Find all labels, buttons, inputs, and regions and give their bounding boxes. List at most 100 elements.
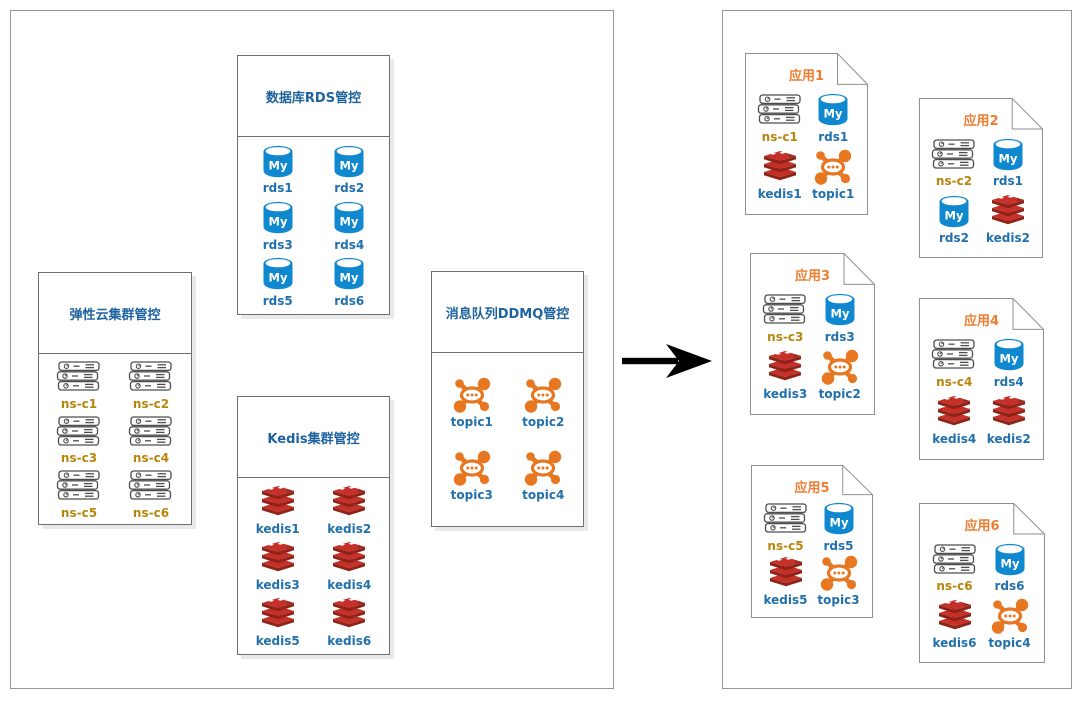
resource-label: kedis4 [932,432,977,447]
resource-item[interactable]: kedis5 [256,596,300,648]
resource-item[interactable]: topic3 [817,555,860,608]
resource-item[interactable]: ns-c4 [931,337,977,389]
resource-item[interactable]: My rds1 [990,136,1026,188]
management-group[interactable]: 弹性云集群管控 ns-c1 ns-c2 [38,272,192,525]
topic-icon [523,377,563,413]
group-title-text: 消息队列DDMQ管控 [445,306,570,322]
app-document[interactable]: 应用5 ns-c5 My rds5 kedis5 [751,465,873,618]
resource-item[interactable]: ns-c3 [56,413,102,465]
server-icon [931,337,977,373]
resource-item[interactable]: My rds3 [260,200,296,252]
resource-item[interactable]: ns-c4 [128,413,174,465]
mysql-icon: My [991,337,1027,373]
resource-item[interactable]: My rds2 [331,143,367,195]
resource-label: ns-c1 [761,129,798,144]
redis-icon [259,484,297,520]
management-group[interactable]: 消息队列DDMQ管控 topic1 topic2 [431,271,584,527]
resource-label: ns-c5 [767,538,804,553]
resource-item[interactable]: topic3 [451,450,493,502]
resource-item[interactable]: kedis2 [987,394,1031,446]
app-title: 应用2 [963,114,999,129]
server-icon [762,292,808,328]
resource-item[interactable]: My rds4 [991,337,1027,389]
resource-item[interactable]: kedis4 [932,394,976,446]
resource-item[interactable]: kedis1 [256,484,300,536]
resource-item[interactable]: ns-c2 [128,359,174,411]
resource-label: topic3 [450,488,493,503]
resource-item[interactable]: topic1 [812,149,854,201]
management-group[interactable]: 数据库RDS管控 My rds1 My rds2 My rds3 My rds4… [237,55,390,315]
resource-item[interactable]: ns-c1 [56,359,102,411]
resource-item[interactable]: topic4 [988,598,1031,650]
resource-item[interactable]: kedis3 [763,349,807,401]
resource-item[interactable]: kedis6 [327,596,371,648]
resource-label: rds5 [823,538,854,553]
resource-item[interactable]: My rds6 [992,541,1028,593]
resource-item[interactable]: My rds1 [815,92,851,144]
resource-label: kedis3 [255,578,300,592]
svg-text:My: My [340,271,359,285]
resource-item[interactable]: ns-c5 [56,468,102,520]
resource-label: topic3 [817,593,860,608]
resource-label: ns-c2 [132,396,170,411]
resource-item[interactable]: My rds2 [936,193,972,245]
server-icon [128,468,174,504]
svg-text:My: My [999,352,1018,366]
server-icon [56,413,102,449]
app-body: ns-c3 My rds3 kedis3 topic2 [750,284,875,415]
resource-item[interactable]: kedis1 [758,149,802,201]
mysql-icon: My [821,501,857,537]
right-container: 应用1 ns-c1 My rds1 kedis1 [722,10,1072,689]
resource-item[interactable]: topic4 [522,450,564,502]
resource-item[interactable]: My rds1 [260,143,296,195]
mysql-icon: My [260,143,296,179]
resource-item[interactable]: kedis5 [764,555,808,607]
resource-item[interactable]: My rds6 [331,256,367,308]
resource-item[interactable]: kedis3 [256,540,300,592]
svg-text:My: My [999,151,1018,165]
resource-item[interactable]: ns-c3 [762,292,808,344]
resource-label: kedis2 [327,522,372,536]
svg-text:My: My [829,516,848,530]
topic-icon [990,598,1030,634]
resource-label: kedis5 [763,593,808,608]
resource-item[interactable]: My rds5 [260,256,296,308]
app-document[interactable]: 应用1 ns-c1 My rds1 kedis1 [745,53,868,215]
resource-item[interactable]: My rds3 [822,292,858,344]
resource-item[interactable]: My rds5 [821,501,857,553]
app-title: 应用6 [964,519,1000,534]
resource-item[interactable]: topic2 [819,349,861,401]
app-body: ns-c2 My rds1 My rds2 kedis2 [919,129,1043,258]
app-document[interactable]: 应用3 ns-c3 My rds3 kedis3 [750,253,875,415]
server-icon [757,92,803,128]
topic-icon [819,555,859,592]
resource-item[interactable]: My rds4 [331,200,367,252]
resource-label: ns-c4 [132,451,170,465]
app-document[interactable]: 应用2 ns-c2 My rds1 My rds2 [919,98,1043,258]
resource-item[interactable]: ns-c6 [128,468,174,520]
redis-icon [935,394,973,430]
server-icon [56,468,102,504]
resource-item[interactable]: ns-c1 [757,92,803,144]
svg-text:My: My [824,107,843,121]
app-body: ns-c6 My rds6 kedis6 topic4 [919,534,1045,663]
resource-item[interactable]: kedis2 [986,193,1030,245]
resource-item[interactable]: kedis6 [933,598,977,650]
mysql-icon: My [331,200,367,236]
resource-item[interactable]: kedis4 [327,540,371,592]
resource-item[interactable]: ns-c6 [932,541,978,593]
redis-icon [259,540,297,576]
management-group[interactable]: Kedis集群管控 kedis1 kedis2 kedis3 [237,396,390,655]
app-document[interactable]: 应用6 ns-c6 My rds6 kedis6 [919,503,1045,663]
resource-label: ns-c4 [936,374,973,389]
app-title: 应用1 [788,69,825,84]
resource-item[interactable]: topic1 [451,377,493,429]
resource-item[interactable]: topic2 [522,377,564,429]
mysql-icon: My [331,143,367,179]
app-document[interactable]: 应用4 ns-c4 My rds4 kedis4 [919,298,1044,460]
resource-item[interactable]: ns-c5 [763,501,809,553]
svg-text:My: My [268,215,287,229]
resource-label: kedis2 [986,432,1031,447]
resource-item[interactable]: kedis2 [327,484,371,536]
resource-item[interactable]: ns-c2 [931,136,977,188]
